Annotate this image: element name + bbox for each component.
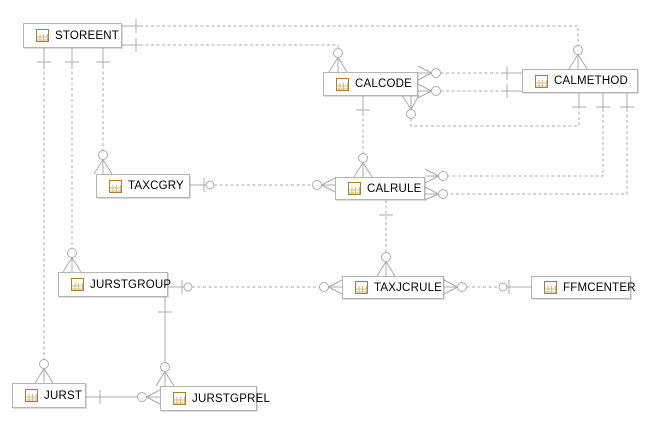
optionality-circle [431,68,441,78]
relationship-calmethod-calrule-a[interactable] [424,93,610,184]
optionality-circle [98,150,108,160]
optionality-circle [160,362,170,372]
entity-jurst[interactable]: JURST [12,383,86,408]
entity-label: STOREENT [55,29,120,42]
relationship-calmethod-calcode-b[interactable] [417,83,522,99]
optionality-circle [438,171,448,181]
crowfoot [146,389,161,405]
crowfoot [34,368,54,384]
optionality-circle [438,189,448,199]
relationship-storeent-taxcgry[interactable] [93,48,113,175]
relationship-jurstgroup-taxjcrule[interactable] [168,279,343,295]
crowfoot [328,279,343,295]
relationship-line [140,44,339,49]
optionality-circle [498,282,508,292]
crowfoot [443,279,458,295]
optionality-circle [319,282,329,292]
entity-label: JURST [44,389,83,402]
crowfoot [321,177,336,193]
relationship-line [447,109,628,195]
entity-calmethod[interactable]: CALMETHOD [522,69,638,93]
optionality-circle [406,109,416,119]
relationship-taxcgry-calrule[interactable] [190,177,336,193]
table-icon [36,29,49,42]
relationship-jurstgroup-jurstgprel[interactable] [155,297,175,387]
crowfoot [417,65,432,81]
relationship-calrule-taxjcrule[interactable] [376,200,396,277]
relationship-storeent-jurst[interactable] [34,48,54,384]
relationship-storeent-calmethod[interactable] [122,19,588,70]
crowfoot [376,261,396,277]
entity-label: TAXJCRULE [374,281,443,294]
entity-calrule[interactable]: CALRULE [335,177,425,200]
relationship-calmethod-calrule-b[interactable] [424,93,634,201]
relationship-storeent-calcode[interactable] [122,38,348,73]
optionality-circle [431,86,441,96]
table-icon [355,281,368,294]
relationship-calmethod-calcode-a[interactable] [417,65,522,81]
entity-label: JURSTGPREL [192,392,271,405]
table-icon [71,278,84,291]
table-icon [336,77,349,91]
optionality-circle [457,282,467,292]
entity-label: CALCODE [355,78,412,90]
entity-calcode[interactable]: CALCODE [323,72,418,96]
crowfoot [568,54,588,70]
entity-label: CALRULE [367,182,422,195]
optionality-circle [137,392,147,402]
entity-label: JURSTGROUP [90,278,172,291]
table-icon [173,392,186,405]
crowfoot [401,94,420,110]
relationship-line [447,109,604,177]
table-icon [109,179,122,193]
optionality-circle [358,153,368,163]
crowfoot [93,159,113,175]
entity-label: FFMCENTER [563,281,636,294]
optionality-circle [333,48,343,58]
crowfoot [424,168,439,184]
entity-taxcgry[interactable]: TAXCGRY [96,174,190,198]
optionality-circle [183,282,193,292]
relationship-line [410,109,580,127]
entity-label: TAXCGRY [128,180,184,192]
table-icon [535,74,548,88]
entity-jurstgprel[interactable]: JURSTGPREL [160,386,270,411]
table-icon [348,182,361,195]
optionality-circle [381,252,391,262]
relationship-ffmcenter-taxjcrule[interactable] [443,279,531,295]
relationship-storeent-jurstgroup[interactable] [62,48,82,273]
entity-storeent[interactable]: STOREENT [23,23,122,48]
crowfoot [328,57,348,73]
relationship-jurst-jurstgprel[interactable] [86,389,161,405]
crowfoot [155,371,175,387]
optionality-circle [573,45,583,55]
crowfoot [417,83,432,99]
table-icon [544,281,557,294]
entity-taxjcrule[interactable]: TAXJCRULE [342,276,444,299]
entity-label: CALMETHOD [554,75,629,87]
relationship-line [140,25,579,46]
entity-ffmcenter[interactable]: FFMCENTER [531,276,636,299]
relationship-calcode-calrule[interactable] [353,96,373,178]
entity-jurstgroup[interactable]: JURSTGROUP [58,272,172,297]
optionality-circle [67,248,77,258]
optionality-circle [39,359,49,369]
relationship-calmethod-calcode-c[interactable] [401,93,586,127]
table-icon [25,389,38,402]
crowfoot [353,162,373,178]
crowfoot [424,186,439,201]
crowfoot [62,257,82,273]
optionality-circle [312,180,322,190]
optionality-circle [205,180,215,190]
